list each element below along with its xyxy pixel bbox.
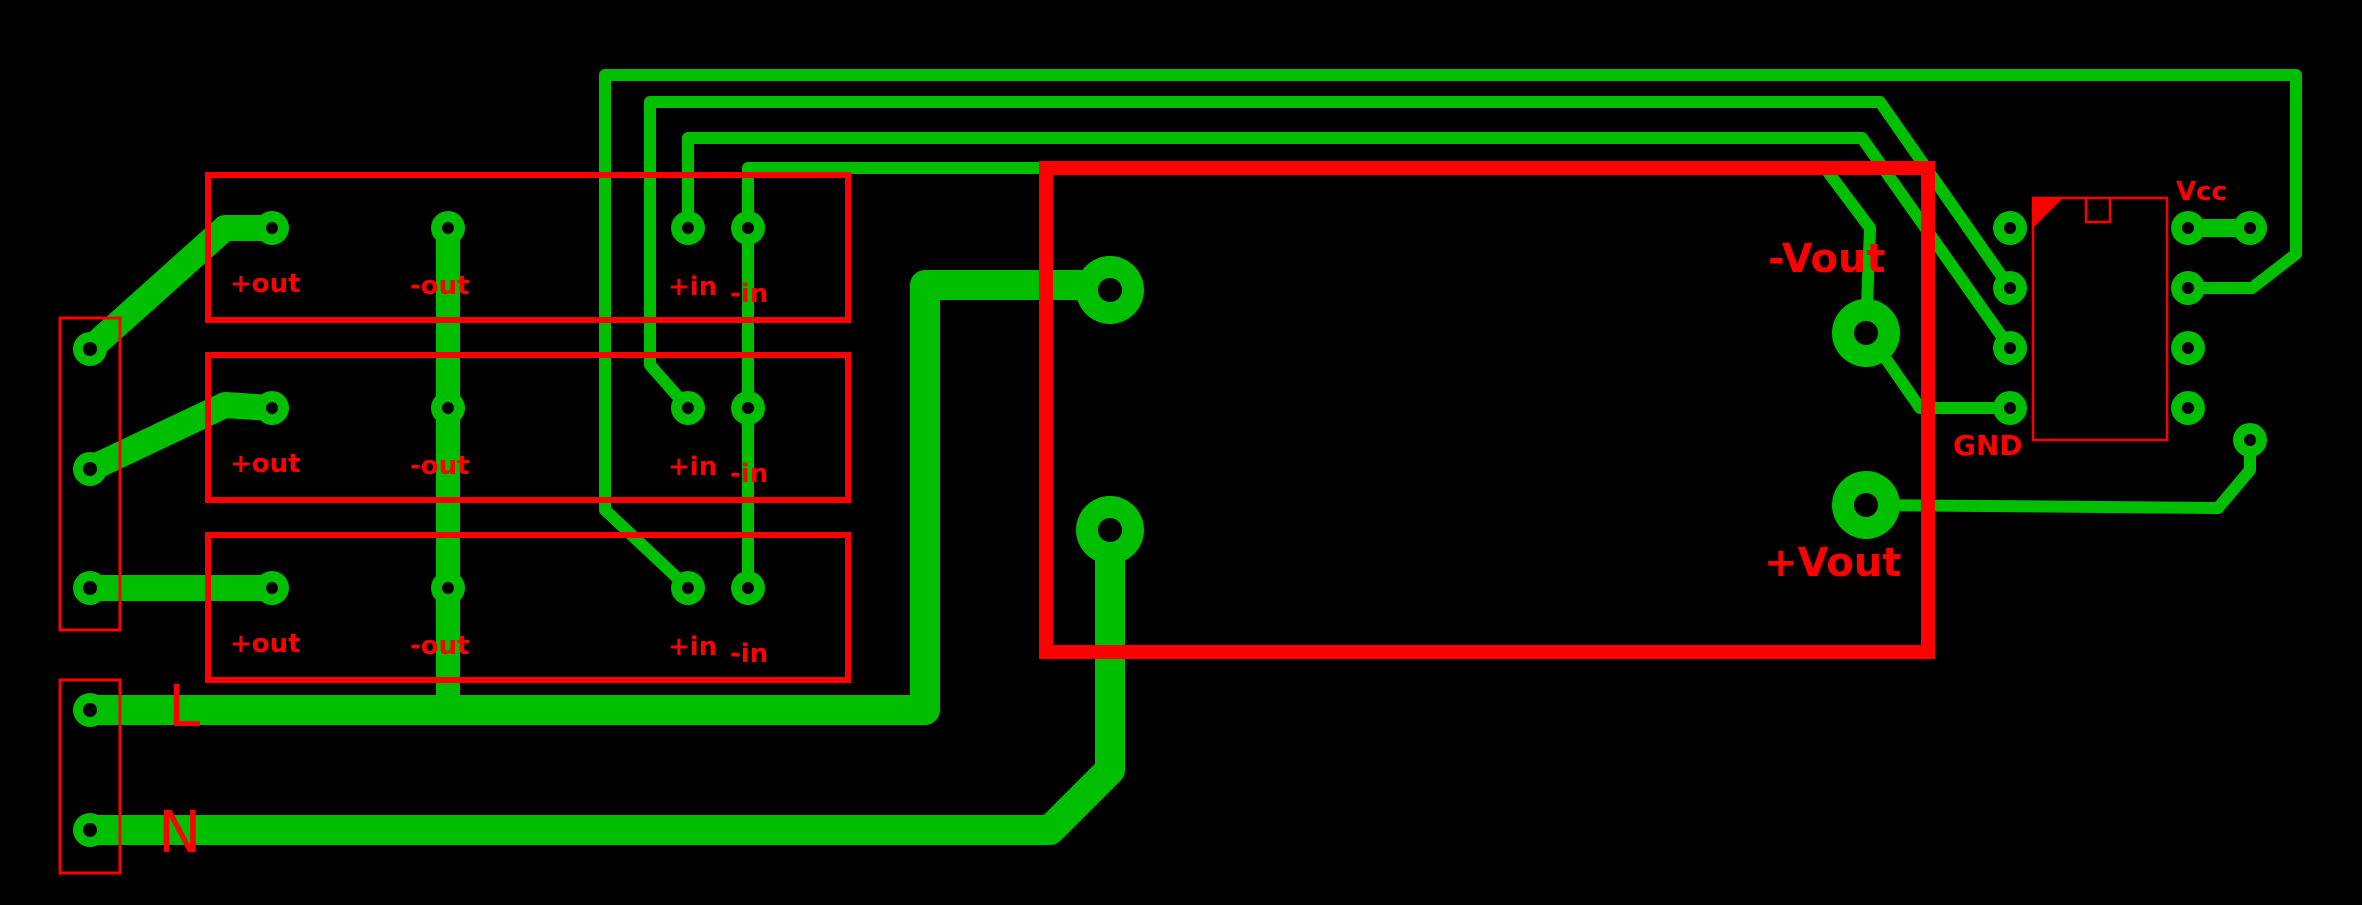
ic-pin1-marker (2033, 198, 2063, 228)
relay3-minus-in-label: -in (730, 639, 768, 669)
trace-plus-in-1 (682, 132, 2016, 354)
relay1-minus-in-label: -in (730, 279, 768, 309)
relay-3-outline (205, 532, 851, 683)
relay2-minus-in-label: -in (730, 459, 768, 489)
terminal-block-mains (58, 678, 122, 875)
minus-vout-label: -Vout (1768, 236, 1886, 282)
relay3-minus-out-label: -out (410, 631, 470, 661)
ic-outline (2031, 196, 2169, 442)
relay3-plus-in-label: +in (668, 632, 717, 662)
labels-layer: +out -out +in -in +out -out +in -in +out… (158, 177, 2227, 866)
relay1-minus-out-label: -out (410, 271, 470, 301)
relay-1-outline (205, 172, 851, 323)
relay1-plus-out-label: +out (230, 269, 301, 299)
ic-notch (2084, 198, 2112, 224)
relay2-plus-in-label: +in (668, 452, 717, 482)
relay1-plus-in-label: +in (668, 272, 717, 302)
mains-n-label: N (158, 798, 201, 866)
pads-layer (73, 211, 2267, 847)
relay2-plus-out-label: +out (230, 449, 301, 479)
vcc-label: Vcc (2176, 177, 2227, 207)
silkscreen-layer (58, 161, 2169, 875)
relay3-plus-out-label: +out (230, 629, 301, 659)
gnd-label: GND (1953, 429, 2023, 462)
power-module-outline (1039, 161, 1935, 659)
trace-plus-in-3 (599, 69, 2302, 594)
plus-vout-label: +Vout (1764, 540, 1901, 586)
relay-2-outline (205, 352, 851, 503)
trace-mains-l (75, 270, 1125, 725)
mains-l-label: L (168, 672, 200, 740)
terminal-block-outputs (58, 316, 122, 632)
relay2-minus-out-label: -out (410, 451, 470, 481)
